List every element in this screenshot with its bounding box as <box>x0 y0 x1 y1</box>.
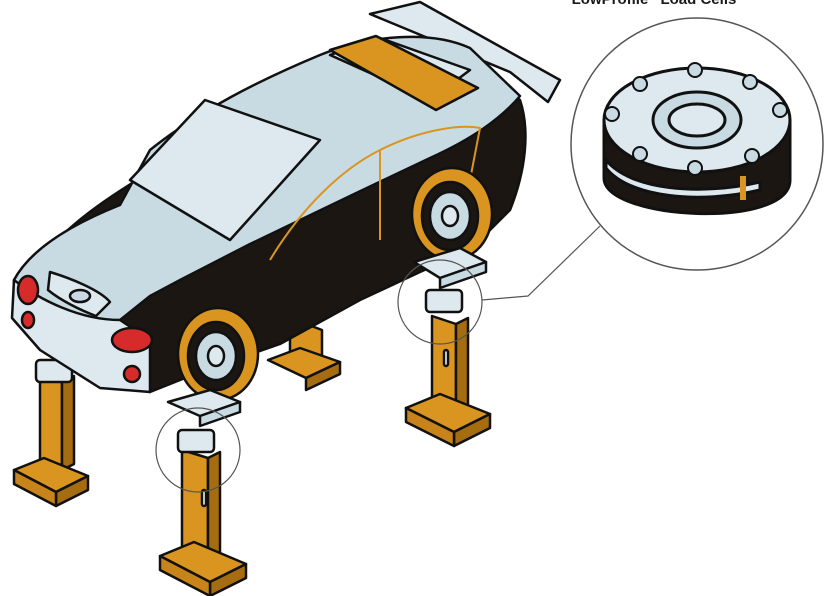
callout-leader-line <box>482 226 600 300</box>
rear-right-stand <box>406 316 490 446</box>
headlight-right <box>112 328 152 352</box>
headlight-left <box>18 276 38 304</box>
front-right-stand <box>14 360 88 506</box>
rear-wheel <box>412 168 492 260</box>
fog-light-right <box>124 366 140 382</box>
badge <box>70 290 90 302</box>
front-left-stand <box>160 390 246 596</box>
front-wheel <box>178 308 258 400</box>
car <box>12 2 560 400</box>
fog-light-left <box>22 312 34 328</box>
load-cell-closeup <box>571 18 823 270</box>
